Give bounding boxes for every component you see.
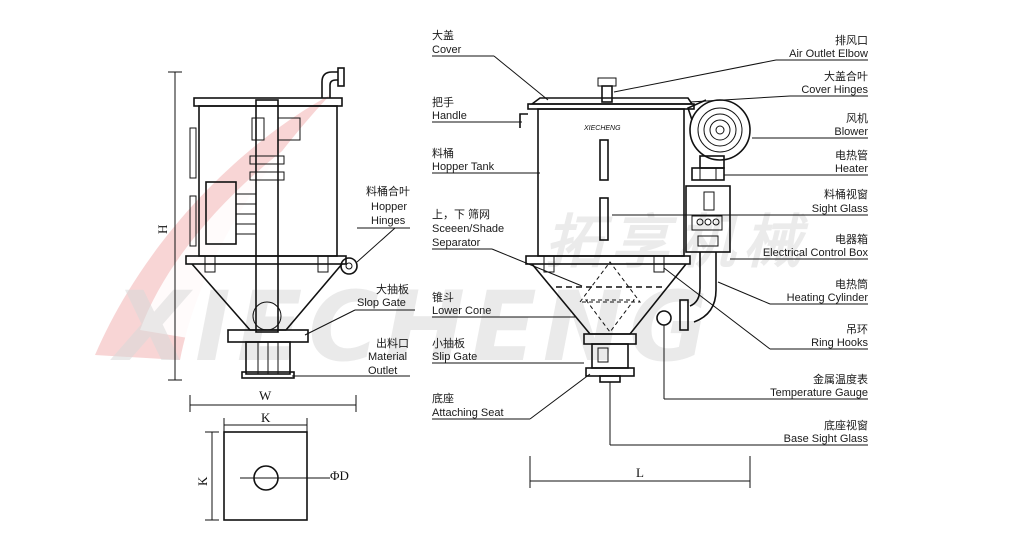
dim-k-top: K: [261, 410, 271, 425]
label-ring-hooks-cn: 吊环: [846, 323, 868, 336]
label-control-box-en: Electrical Control Box: [763, 247, 869, 259]
nameplate: XIECHENG: [583, 125, 621, 132]
label-air-outlet-cn: 排风口: [835, 33, 868, 47]
label-material-outlet-en1: Material: [368, 351, 407, 363]
label-cover-en: Cover: [432, 44, 462, 56]
label-attaching-seat-cn: 底座: [432, 391, 454, 405]
label-heater-cn: 电热管: [835, 148, 868, 162]
label-attaching-seat-en: Attaching Seat: [432, 407, 504, 419]
label-ring-hooks-en: Ring Hooks: [811, 337, 868, 349]
label-heater-en: Heater: [835, 163, 868, 175]
label-hopper-tank-en: Hopper Tank: [432, 161, 495, 173]
dim-length: L: [636, 465, 644, 480]
dim-width: W: [259, 388, 272, 403]
label-handle-cn: 把手: [432, 95, 454, 109]
label-sight-glass-cn: 料桶视窗: [824, 187, 868, 201]
label-cover-cn: 大盖: [432, 28, 454, 42]
label-handle-en: Handle: [432, 110, 467, 122]
front-view: H: [155, 67, 358, 412]
label-temp-gauge-cn: 金属温度表: [813, 372, 868, 386]
label-hopper-hinges-en2: Hinges: [371, 215, 406, 227]
dim-k-side: K: [195, 476, 210, 486]
label-cover-hinges-cn: 大盖合叶: [824, 69, 868, 83]
right-labels: 排风口 Air Outlet Elbow 大盖合叶 Cover Hinges 风…: [609, 33, 869, 446]
middle-labels: 大盖 Cover 把手 Handle 料桶 Hopper Tank 上，下 筛网…: [432, 28, 591, 420]
label-hopper-hinges-en1: Hopper: [371, 201, 407, 213]
watermark-brand-en: XIECHENG: [110, 271, 714, 383]
label-blower-cn: 风机: [846, 111, 868, 125]
label-lower-cone-en: Lower Cone: [432, 305, 491, 317]
label-separator-cn: 上，下 筛网: [432, 207, 490, 221]
base-top-view: K K ΦD: [195, 410, 349, 521]
label-material-outlet-cn: 出料口: [376, 336, 409, 350]
label-hopper-hinges-cn: 料桶合叶: [366, 184, 410, 198]
label-lower-cone-cn: 锥斗: [432, 291, 454, 304]
dim-height: H: [155, 225, 170, 234]
dim-diameter: ΦD: [330, 468, 349, 483]
length-dimension: L: [529, 456, 751, 488]
label-sight-glass-en: Sight Glass: [812, 203, 869, 215]
watermark-swoosh-2: [140, 130, 310, 340]
label-slip-gate-en: Slip Gate: [432, 351, 477, 363]
label-separator-en1: Sceeen/Shade: [432, 223, 504, 235]
label-blower-en: Blower: [834, 126, 868, 138]
label-temp-gauge-en: Temperature Gauge: [770, 387, 868, 399]
label-heating-cylinder-en: Heating Cylinder: [787, 292, 869, 304]
label-base-sight-glass-en: Base Sight Glass: [784, 433, 869, 445]
label-cover-hinges-en: Cover Hinges: [801, 84, 868, 96]
label-hopper-tank-cn: 料桶: [432, 146, 454, 160]
label-material-outlet-en2: Outlet: [368, 365, 397, 377]
label-slop-gate-cn: 大抽板: [376, 282, 409, 296]
left-labels: 料桶合叶 Hopper Hinges 大抽板 Slop Gate 出料口 Mat…: [292, 184, 415, 377]
label-base-sight-glass-cn: 底座视窗: [824, 418, 868, 432]
watermark-brand-cn: 拓享机械: [545, 208, 809, 276]
label-control-box-cn: 电器箱: [835, 232, 868, 246]
label-heating-cylinder-cn: 电热筒: [835, 277, 868, 291]
watermark: XIECHENG 拓享机械: [95, 95, 809, 383]
label-slip-gate-cn: 小抽板: [432, 336, 465, 350]
label-separator-en2: Separator: [432, 237, 481, 249]
label-air-outlet-en: Air Outlet Elbow: [789, 48, 868, 60]
label-slop-gate-en: Slop Gate: [357, 297, 406, 309]
